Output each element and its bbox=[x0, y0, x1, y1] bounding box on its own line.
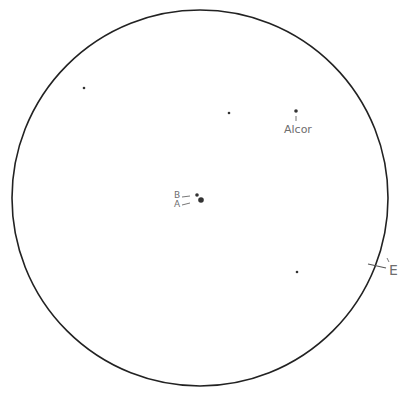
star-label: E bbox=[389, 263, 398, 277]
leader-line bbox=[368, 264, 386, 268]
field-circle bbox=[12, 10, 388, 386]
star-dot bbox=[83, 87, 86, 90]
leader-line bbox=[182, 203, 190, 205]
star-dot bbox=[228, 112, 231, 115]
star-b bbox=[195, 193, 199, 197]
tick-mark bbox=[387, 258, 389, 262]
alcor-star bbox=[294, 109, 298, 113]
star-a bbox=[198, 197, 204, 203]
star-label: B bbox=[174, 191, 180, 200]
leader-line bbox=[182, 196, 190, 197]
star-label: A bbox=[174, 200, 180, 209]
star-dot bbox=[296, 271, 299, 274]
star-label: Alcor bbox=[284, 124, 312, 135]
leader-line bbox=[296, 116, 297, 121]
